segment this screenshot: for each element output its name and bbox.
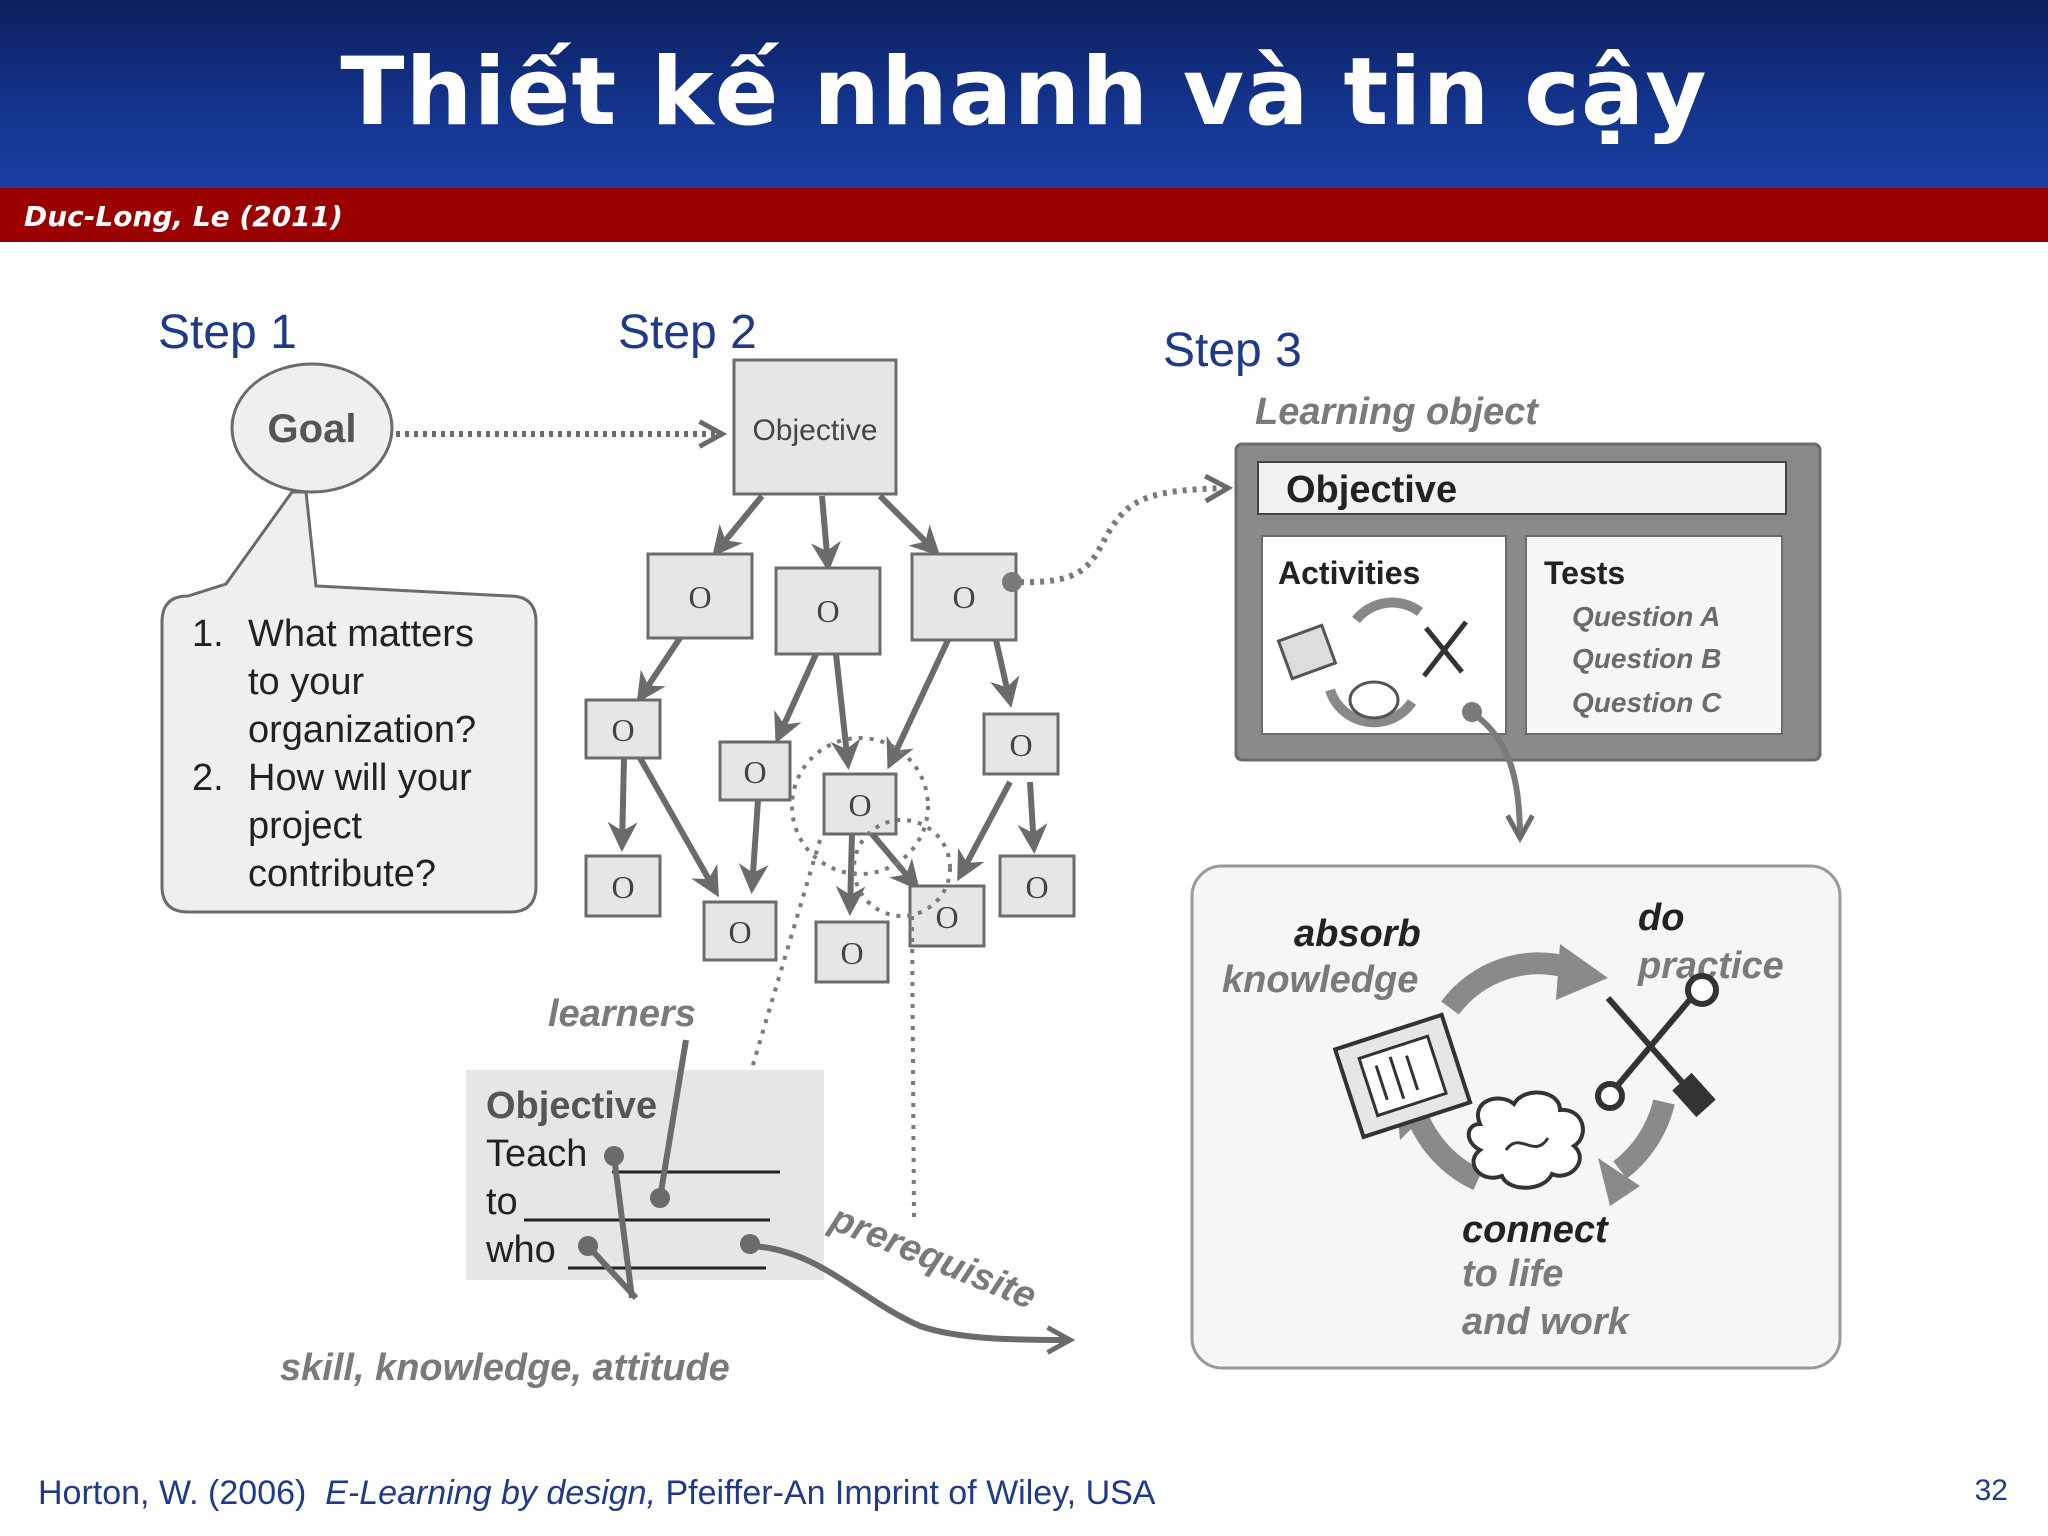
objective-root-label: Objective [752,414,877,447]
tree-node [814,920,890,984]
learning-object: Learning object Objective Activities Tes… [1234,391,1822,762]
objective-template: learners Objective Teach to who prerequi… [280,993,1070,1389]
learning-object-title: Learning object [1255,391,1539,433]
tree-node [998,854,1076,918]
q2-line-3: contribute? [248,853,436,895]
highlight-circle [852,818,952,918]
knowledge-icon [1332,1012,1473,1140]
svg-text:O: O [611,869,634,905]
tree-node [910,552,1018,642]
tree-node [774,566,882,656]
svg-text:O: O [816,593,839,629]
lo-question-a: Question A [1572,601,1720,632]
cloud-icon [1466,1090,1585,1190]
cycle-do: do [1638,897,1684,939]
page-number: 32 [1974,1474,2008,1507]
citation-book: E-Learning by design, [325,1474,657,1512]
svg-text:O: O [743,754,766,790]
lo-to-cycle-arrow [1472,711,1520,838]
objective-tree: Objective O O O O O O O O O O O O [584,358,1076,1221]
lo-activities-label: Activities [1278,555,1420,591]
step1-label: Step 1 [158,306,297,359]
tree-node [908,884,986,948]
tree-node [702,900,778,962]
author-bar [0,188,2048,242]
lo-tests-panel [1525,535,1783,735]
cycle-and-work: and work [1462,1301,1631,1343]
svg-text:O: O [1009,727,1032,763]
cycle-absorb: absorb [1294,913,1421,955]
prerequisite-label: prerequisite [824,1197,1042,1318]
tree-node [822,772,898,836]
step2-label: Step 2 [618,306,757,359]
citation-authors: Horton, W. (2006) [38,1474,307,1512]
q2-line-2: project [248,805,362,847]
tools-icon [1595,973,1719,1118]
goal-callout [160,490,538,914]
cycle-knowledge: knowledge [1222,959,1418,1001]
highlight-circle [790,736,930,876]
svg-text:O: O [611,712,634,748]
skill-label: skill, knowledge, attitude [280,1347,730,1389]
citation: Horton, W. (2006) E-Learning by design, … [38,1474,1155,1513]
tree-node [584,698,662,760]
lo-tests-label: Tests [1544,555,1625,591]
lo-question-b: Question B [1572,643,1721,674]
svg-text:O: O [848,787,871,823]
svg-text:O: O [935,899,958,935]
q1-line-2: to your [248,661,365,703]
tree-node [982,712,1060,776]
slide-title: Thiết kế nhanh và tin cậy [340,38,1708,147]
template-to: to [486,1181,518,1223]
q1-number: 1. [192,613,224,655]
svg-text:O: O [688,579,711,615]
q2-number: 2. [192,757,224,799]
lo-objective-bar [1257,461,1787,515]
svg-text:O: O [840,935,863,971]
objective-root-box [732,358,898,496]
mini-cycle-icon [1276,597,1468,728]
prerequisite-arrow [751,1243,1070,1340]
svg-text:O: O [728,914,751,950]
goal-bubble [230,362,394,494]
svg-text:O: O [952,579,975,615]
template-heading: Objective [486,1085,657,1127]
citation-publisher: Pfeiffer-An Imprint of Wiley, USA [665,1474,1156,1512]
lo-question-c: Question C [1572,687,1722,718]
q2-line-1: How will your [248,757,472,799]
tree-node [646,552,754,640]
cycle-to-life: to life [1462,1253,1563,1295]
cycle-connect: connect [1462,1209,1609,1251]
step3-label: Step 3 [1163,324,1302,377]
tree-node [584,854,662,918]
author-label: Duc-Long, Le (2011) [24,200,343,233]
goal-group: Goal 1. What matters to your organizatio… [160,362,538,914]
q1-line-1: What matters [248,613,474,655]
svg-text:O: O [1025,869,1048,905]
learners-label: learners [548,993,696,1035]
q1-line-3: organization? [248,709,476,751]
goal-label: Goal [268,407,357,451]
learning-cycle: absorb knowledge do practice connect to … [1190,864,1842,1370]
template-who: who [485,1229,556,1271]
tree-to-lo-arrow [1019,488,1228,586]
lo-objective-label: Objective [1286,469,1457,511]
tree-node [718,740,792,802]
header-band [0,0,2048,188]
template-teach: Teach [486,1133,587,1175]
